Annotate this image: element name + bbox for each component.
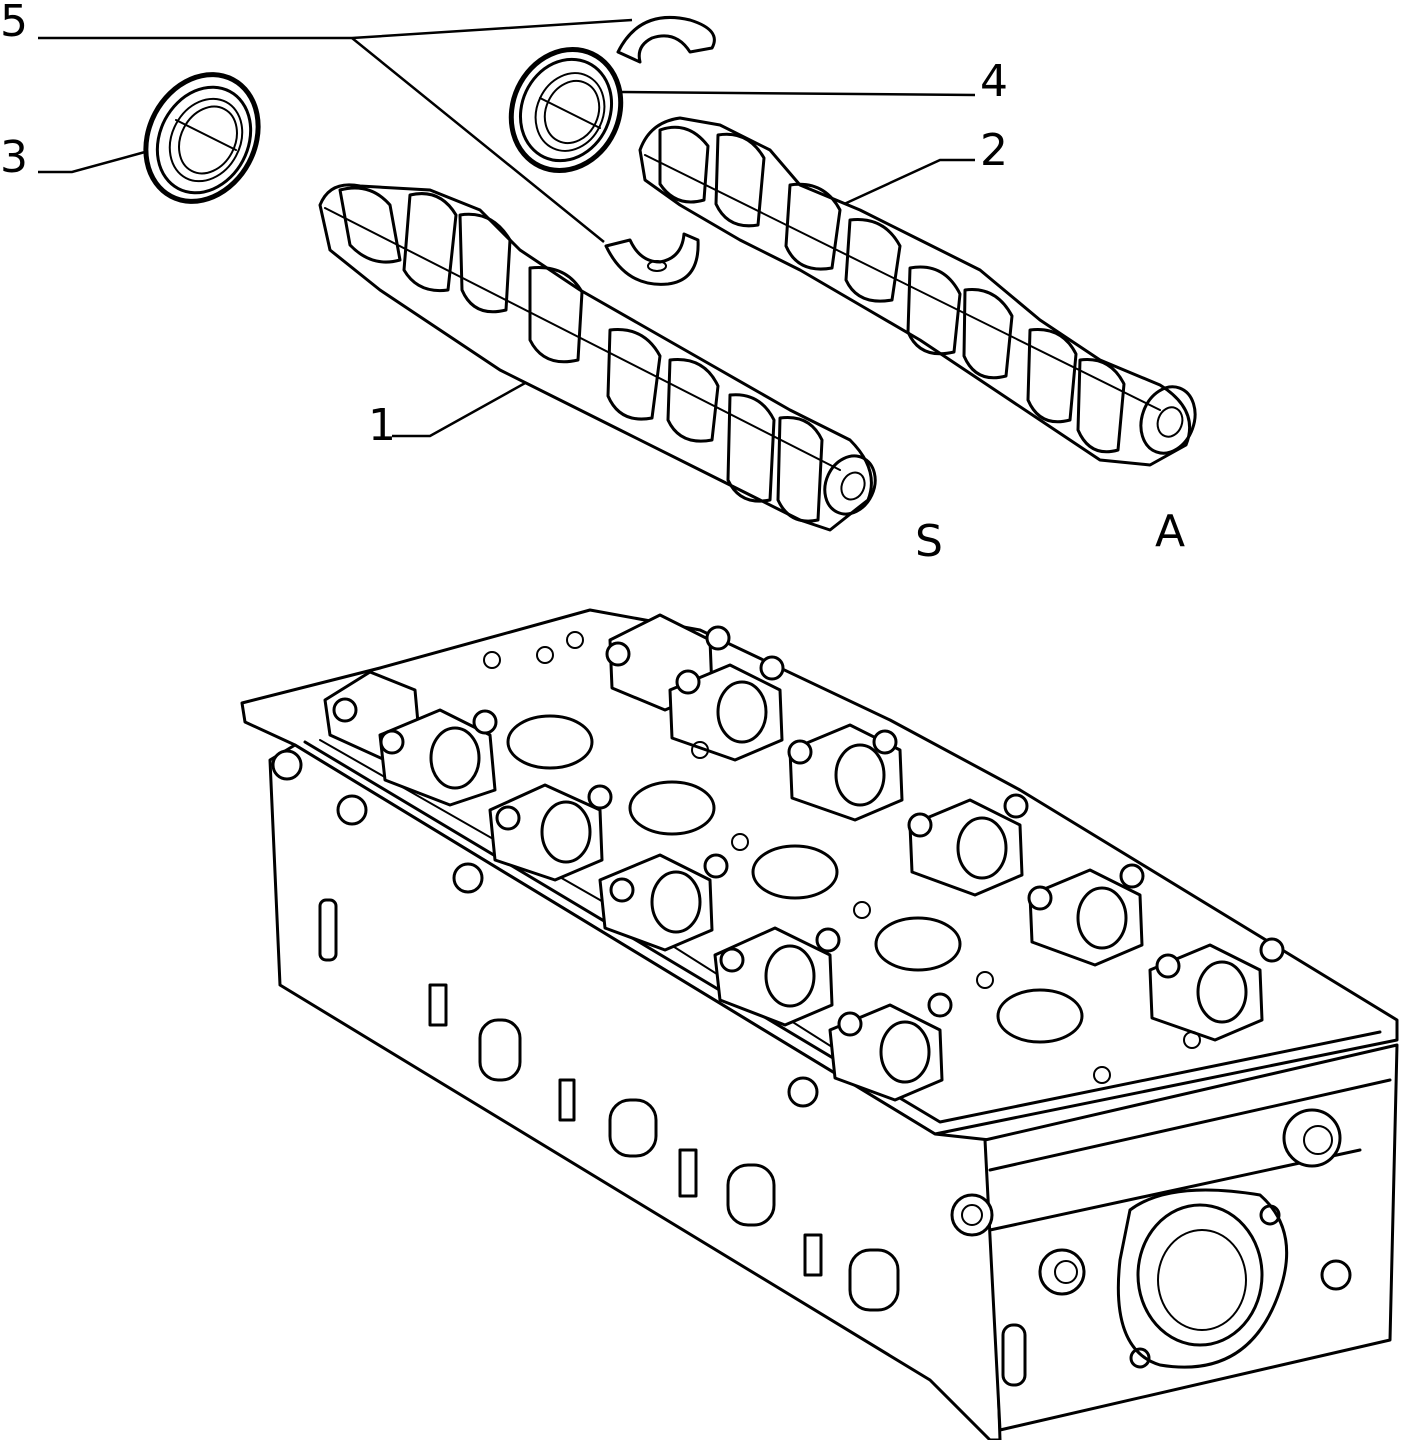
camshaft-exhaust-part-1 xyxy=(318,183,877,532)
callout-1: 1 xyxy=(368,400,396,451)
callout-2: 2 xyxy=(980,125,1008,176)
front-face-details xyxy=(271,749,994,1312)
seal-ring-part-4 xyxy=(508,47,624,173)
callout-5: 5 xyxy=(0,0,28,47)
seal-ring-part-3 xyxy=(143,72,261,204)
camshaft-intake-part-2 xyxy=(638,116,1197,467)
bearing-cap-row-front xyxy=(323,670,944,1102)
bearing-shell-upper-part xyxy=(616,15,716,64)
leader-lines xyxy=(38,18,976,438)
side-label-s: S xyxy=(915,516,943,567)
cylinder-head-assembly xyxy=(240,608,1399,1440)
cap-bolts xyxy=(332,625,1285,1037)
end-face-details xyxy=(988,1078,1392,1387)
valve-ports xyxy=(483,631,1201,1084)
bearing-shell-lower-part xyxy=(604,232,700,286)
side-label-a: A xyxy=(1155,506,1185,557)
callout-4: 4 xyxy=(980,56,1008,107)
callout-3: 3 xyxy=(0,132,28,183)
